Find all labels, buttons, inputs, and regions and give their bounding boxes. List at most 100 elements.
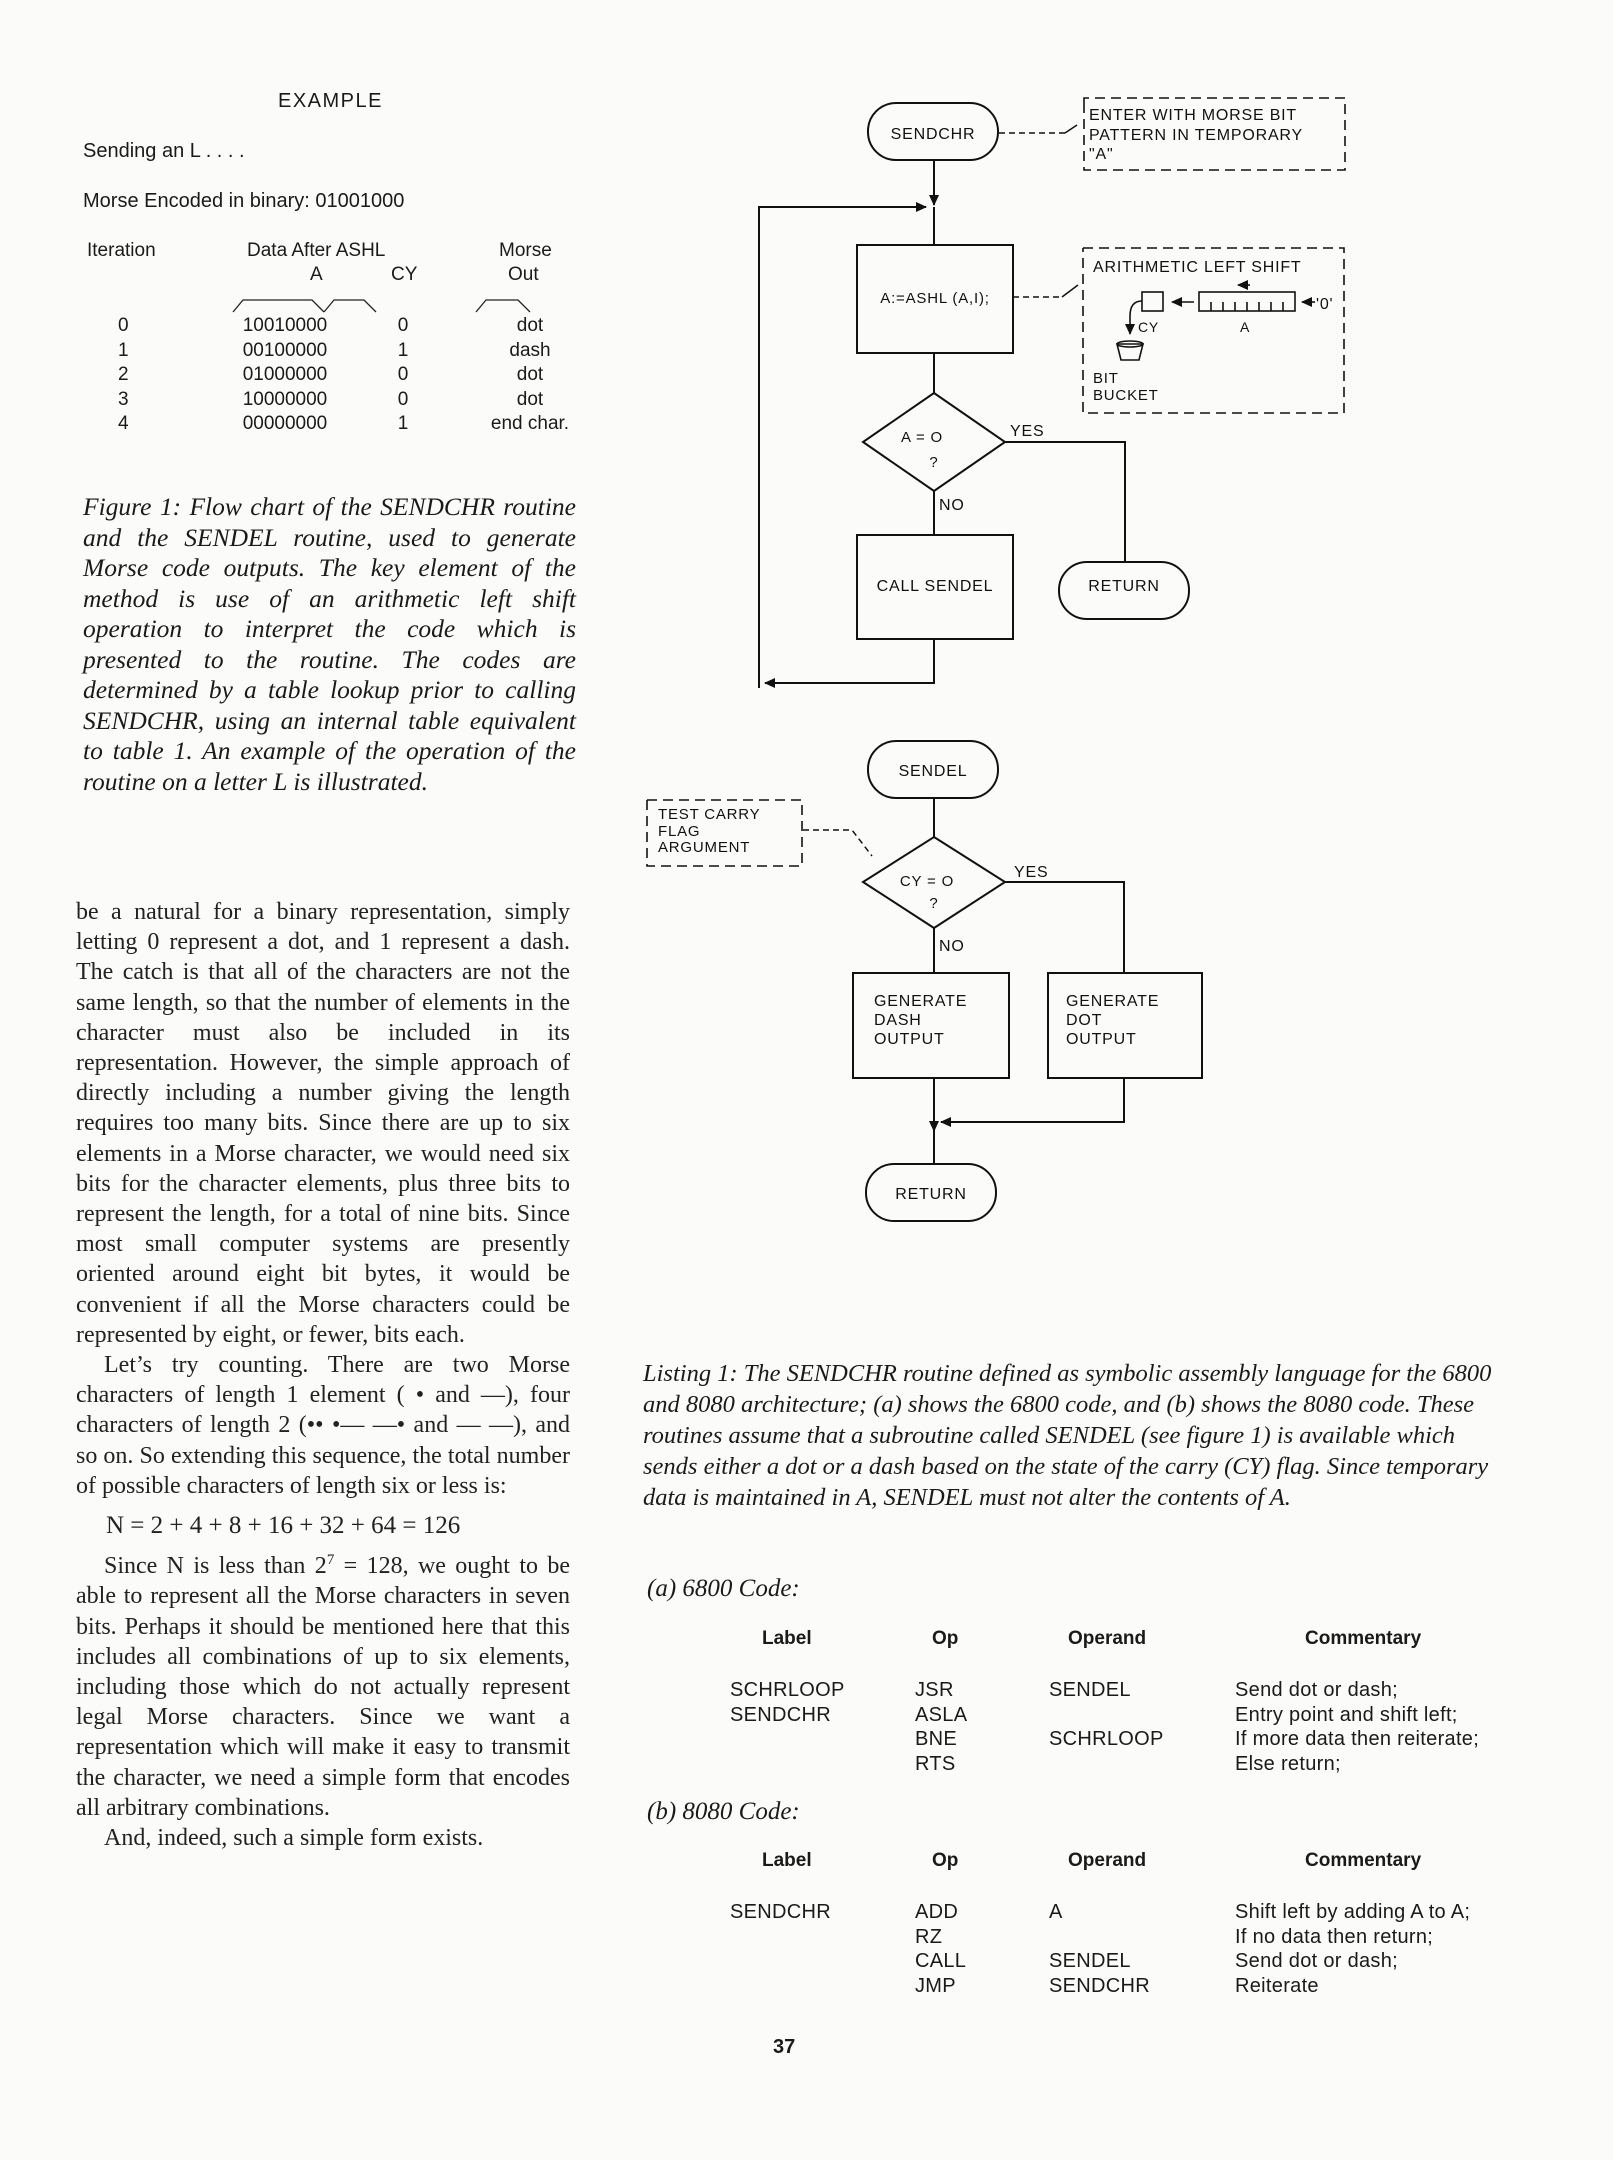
- ashl-note-box: [1082, 247, 1345, 414]
- enter-note-box: [1083, 97, 1346, 171]
- gen-dash-line: GENERATE: [874, 993, 967, 1010]
- paragraph: And, indeed, such a simple form exists.: [104, 1825, 484, 1852]
- row-cy-value: 0: [397, 364, 409, 386]
- row-cy-value: 0: [397, 388, 409, 410]
- code-op: ASLA: [915, 1703, 968, 1726]
- row-a-value: 01000000: [242, 364, 328, 386]
- row-iteration: 3: [118, 388, 129, 410]
- decision1-label: A = O: [901, 429, 943, 446]
- return-terminal-2: [865, 1163, 997, 1222]
- return-terminal-1: [1058, 561, 1190, 620]
- code-label: SENDCHR: [730, 1901, 831, 1923]
- generate-dash-box: [852, 972, 1010, 1079]
- code-operand: SENDEL: [1049, 1950, 1131, 1972]
- decision2-question: ?: [929, 895, 938, 912]
- col-header-operand: Operand: [1068, 1628, 1147, 1649]
- test-note-line: ARGUMENT: [658, 839, 750, 856]
- a-label: A: [1240, 319, 1250, 335]
- code-op: JSR: [915, 1679, 954, 1701]
- listing-caption: Listing 1: The SENDCHR routine defined a…: [643, 1360, 1492, 1511]
- enter-note-line: ENTER WITH MORSE BIT: [1089, 107, 1297, 124]
- paragraph: Since N is less than 27 = 128, we ought …: [76, 1551, 570, 1823]
- code-op: CALL: [915, 1950, 967, 1972]
- row-morse-out: dot: [516, 364, 544, 386]
- example-title: EXAMPLE: [278, 90, 383, 112]
- code-comment: If more data then reiterate;: [1235, 1728, 1480, 1750]
- cy-label: CY: [1138, 319, 1159, 335]
- flowchart: SENDCHR ENTER WITH MORSE BIT PATTERN IN …: [646, 97, 1346, 1222]
- code-operand: SENDCHR: [1049, 1974, 1150, 1997]
- enter-note-line: "A": [1089, 146, 1113, 163]
- col-header-op: Op: [932, 1850, 959, 1871]
- row-a-value: 10010000: [242, 315, 328, 336]
- body-text: be a natural for a binary representation…: [76, 897, 570, 1853]
- test-note-line: TEST CARRY: [658, 806, 760, 823]
- ashl-label: A:=ASHL (A,I);: [880, 290, 989, 307]
- col-header-commentary: Commentary: [1305, 1628, 1422, 1649]
- superscript: 7: [326, 1552, 335, 1569]
- gen-dot-line: OUTPUT: [1066, 1031, 1137, 1048]
- code-comment: Send dot or dash;: [1235, 1950, 1398, 1972]
- sendchr-label: SENDCHR: [891, 126, 976, 143]
- decision2-label: CY = O: [900, 873, 954, 890]
- header-a: A: [310, 264, 323, 285]
- row-cy-value: 0: [397, 315, 409, 336]
- code-comment: Else return;: [1235, 1752, 1341, 1775]
- code-operand: SENDEL: [1049, 1679, 1131, 1701]
- ashl-note-title: ARITHMETIC LEFT SHIFT: [1093, 259, 1302, 276]
- code-comment: If no data then return;: [1235, 1925, 1434, 1948]
- enter-note-line: PATTERN IN TEMPORARY: [1089, 127, 1303, 144]
- row-a-value: 00100000: [242, 339, 328, 361]
- row-iteration: 4: [118, 413, 129, 435]
- code-op: RZ: [915, 1925, 943, 1948]
- code-label: SCHRLOOP: [730, 1679, 845, 1701]
- test-note-line: FLAG: [658, 823, 700, 840]
- row-morse-out: dash: [509, 339, 551, 361]
- row-morse-out: end char.: [490, 413, 570, 435]
- header-cy: CY: [391, 264, 418, 285]
- paragraph-text: Since N is less than 2: [104, 1553, 327, 1580]
- col-header-operand: Operand: [1068, 1850, 1147, 1871]
- header-data-after: Data After ASHL: [247, 240, 386, 261]
- gen-dash-line: OUTPUT: [874, 1031, 945, 1048]
- code-8080-title: (b) 8080 Code:: [647, 1798, 800, 1825]
- code-comment: Reiterate: [1235, 1974, 1319, 1997]
- col-header-label: Label: [762, 1850, 812, 1871]
- page-number: 37: [773, 2036, 796, 2058]
- paragraph-text: = 128, we ought to be able to represent …: [76, 1553, 571, 1821]
- gen-dash-line: DASH: [874, 1012, 922, 1029]
- row-iteration: 0: [118, 315, 129, 336]
- no-label: NO: [939, 938, 965, 955]
- code-op: ADD: [915, 1901, 959, 1923]
- yes-label: YES: [1010, 423, 1044, 440]
- shift-register-diagram: [1115, 280, 1315, 361]
- test-carry-note-box: [646, 799, 803, 867]
- code-operand: SCHRLOOP: [1049, 1728, 1164, 1750]
- header-out: Out: [508, 264, 539, 285]
- yes-label: YES: [1014, 864, 1048, 881]
- call-sendel-label: CALL SENDEL: [877, 578, 994, 595]
- code-comment: Shift left by adding A to A;: [1235, 1901, 1471, 1923]
- bit-bucket-label: BUCKET: [1093, 387, 1159, 404]
- example-encoded-line: Morse Encoded in binary: 01001000: [83, 190, 405, 212]
- code-comment: Entry point and shift left;: [1235, 1703, 1458, 1726]
- code-6800-title: (a) 6800 Code:: [647, 1575, 800, 1602]
- row-morse-out: dot: [516, 315, 544, 336]
- row-iteration: 2: [118, 364, 129, 386]
- column-brackets: [232, 299, 531, 313]
- sendel-label: SENDEL: [899, 763, 968, 780]
- col-header-label: Label: [762, 1628, 812, 1649]
- code-op: JMP: [915, 1974, 956, 1997]
- no-label: NO: [939, 497, 965, 514]
- row-a-value: 10000000: [242, 388, 328, 410]
- row-morse-out: dot: [516, 388, 544, 410]
- return-label: RETURN: [1088, 578, 1159, 595]
- gen-dot-line: GENERATE: [1066, 993, 1159, 1010]
- return-label: RETURN: [895, 1186, 966, 1203]
- row-cy-value: 1: [397, 339, 409, 361]
- row-a-value: 00000000: [242, 413, 328, 435]
- decision1-question: ?: [929, 454, 938, 471]
- col-header-op: Op: [932, 1628, 959, 1649]
- figure-caption: Figure 1: Flow chart of the SENDCHR rout…: [83, 492, 576, 796]
- gen-dot-line: DOT: [1066, 1012, 1102, 1029]
